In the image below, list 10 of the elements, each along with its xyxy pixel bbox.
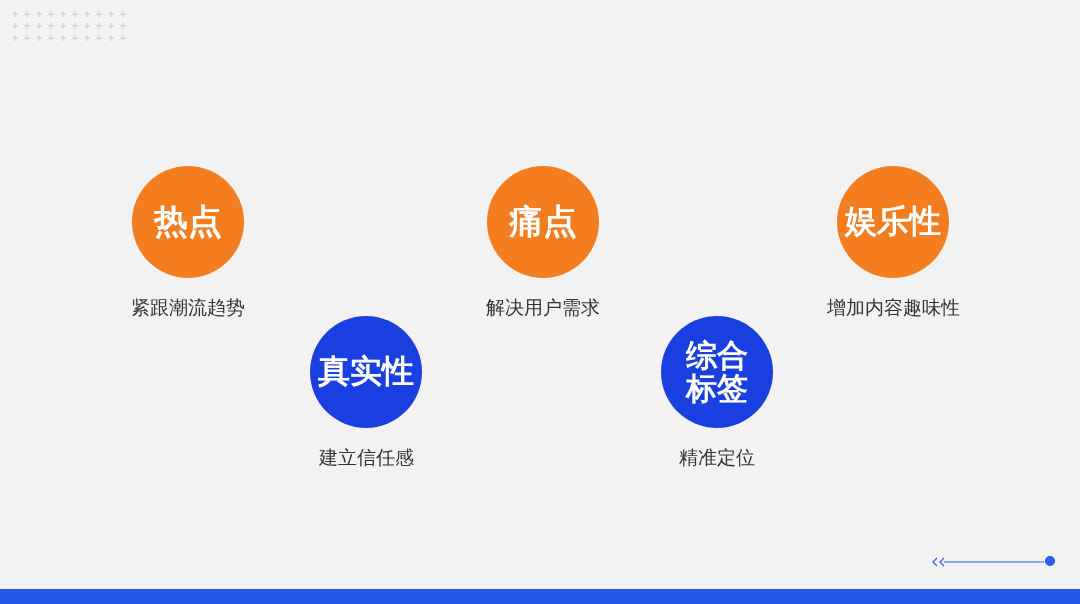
node-title: 综合标签 [684, 339, 749, 405]
node-title: 娱乐性 [845, 205, 941, 239]
node-caption: 建立信任感 [317, 445, 415, 470]
node-title: 痛点 [509, 204, 577, 240]
node-caption: 增加内容趣味性 [825, 295, 961, 320]
node-caption: 紧跟潮流趋势 [130, 295, 246, 320]
node-caption: 精准定位 [678, 445, 756, 470]
node-title: 热点 [154, 204, 222, 240]
node-caption: 解决用户需求 [485, 295, 601, 320]
node-title: 真实性 [318, 355, 414, 389]
